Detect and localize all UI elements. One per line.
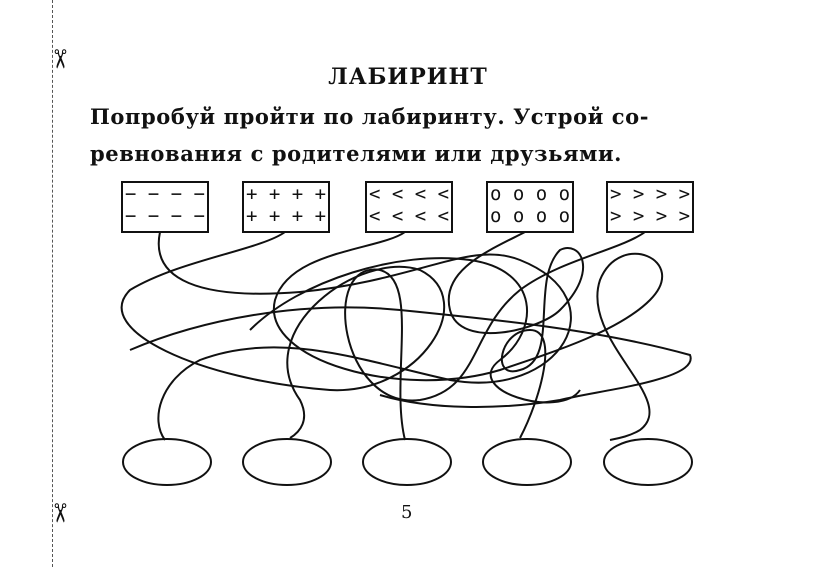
- symbol-box-frame: [242, 181, 330, 233]
- symbol-box-frame: [365, 181, 453, 233]
- maze-path: [249, 257, 581, 404]
- symbol-row: < < < <: [369, 183, 449, 205]
- answer-oval[interactable]: [242, 438, 332, 486]
- symbol-row: − − − −: [125, 183, 205, 205]
- maze-path: [157, 231, 572, 441]
- symbol-row: > > > >: [610, 205, 690, 227]
- cut-line: [52, 0, 53, 567]
- instruction-line-2: ревнования с родителями или друзьями.: [90, 141, 623, 166]
- answer-oval[interactable]: [603, 438, 693, 486]
- symbol-row: > > > >: [610, 183, 690, 205]
- answer-oval[interactable]: [362, 438, 452, 486]
- symbol-box: + + + ++ + + +: [242, 181, 330, 233]
- page-title: ЛАБИРИНТ: [328, 64, 488, 90]
- maze-paths: [120, 231, 692, 441]
- page-number: 5: [401, 502, 413, 523]
- symbol-row: < < < <: [369, 205, 449, 227]
- symbol-row: + + + +: [246, 183, 326, 205]
- symbol-box: o o o oo o o o: [486, 181, 574, 233]
- maze-path: [344, 231, 646, 441]
- maze-path: [447, 231, 584, 439]
- symbol-box: > > > >> > > >: [606, 181, 694, 233]
- symbol-box-frame: [486, 181, 574, 233]
- answer-oval[interactable]: [122, 438, 212, 486]
- symbol-row: o o o o: [490, 205, 570, 227]
- maze-path: [129, 306, 692, 408]
- symbol-row: − − − −: [125, 205, 205, 227]
- symbol-row: o o o o: [490, 183, 570, 205]
- symbol-row: + + + +: [246, 205, 326, 227]
- symbol-box-frame: [121, 181, 209, 233]
- symbol-box-frame: [606, 181, 694, 233]
- maze-path: [272, 231, 664, 441]
- maze-path: [120, 231, 446, 439]
- answer-oval[interactable]: [482, 438, 572, 486]
- instruction-line-1: Попробуй пройти по лабиринту. Устрой со-: [90, 104, 650, 129]
- symbol-box: − − − −− − − −: [121, 181, 209, 233]
- symbol-box: < < < << < < <: [365, 181, 453, 233]
